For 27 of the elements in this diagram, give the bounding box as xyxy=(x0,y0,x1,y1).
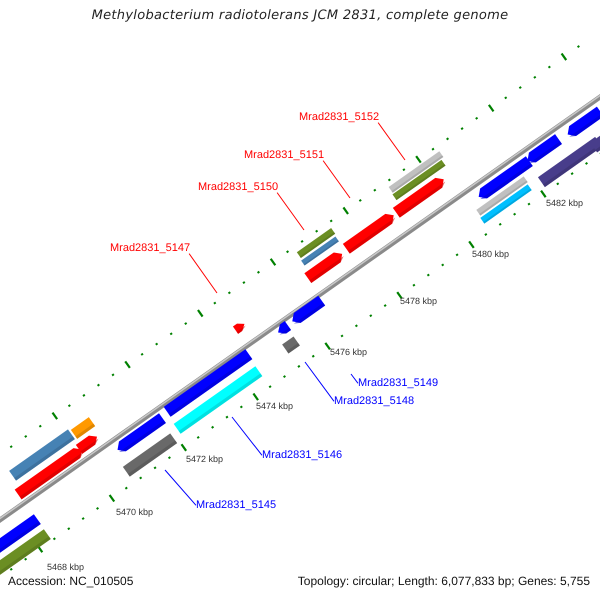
gene-label: Mrad2831_5152 xyxy=(299,111,380,124)
scale-label: 5480 kbp xyxy=(472,249,510,260)
gene-label: Mrad2831_5151 xyxy=(244,149,324,162)
leader-line xyxy=(232,416,262,456)
gene-label: Mrad2831_5150 xyxy=(198,181,278,194)
scale-label: 5472 kbp xyxy=(186,454,224,464)
leader-line xyxy=(164,470,196,506)
accession-text: Accession: NC_010505 xyxy=(8,575,134,589)
diagram-title: Methylobacterium radiotolerans JCM 2831, complete genome xyxy=(90,9,510,24)
gene-label: Mrad2831_5146 xyxy=(262,449,342,462)
scale-label: 5470 kbp xyxy=(116,507,154,518)
gene-label: Mrad2831_5145 xyxy=(196,499,276,512)
gene-label: Mrad2831_5148 xyxy=(334,395,414,408)
scale-label: 5482 kbp xyxy=(546,198,584,208)
leader-line xyxy=(304,362,334,402)
scale-label: 5474 kbp xyxy=(256,401,294,412)
scale-label: 5476 kbp xyxy=(330,347,368,358)
scale-label: 5468 kbp xyxy=(47,562,84,572)
leader-line xyxy=(350,374,358,384)
gene-label: Mrad2831_5149 xyxy=(358,377,438,390)
genome-stats-text: Topology: circular; Length: 6,077,833 bp; Genes: 5,755 xyxy=(298,575,590,589)
leader-line xyxy=(378,122,406,160)
leader-line xyxy=(322,160,350,198)
leader-line xyxy=(276,192,304,230)
scale-label: 5478 kbp xyxy=(400,296,438,306)
leader-line xyxy=(188,253,218,294)
gene-label: Mrad2831_5147 xyxy=(110,242,190,255)
